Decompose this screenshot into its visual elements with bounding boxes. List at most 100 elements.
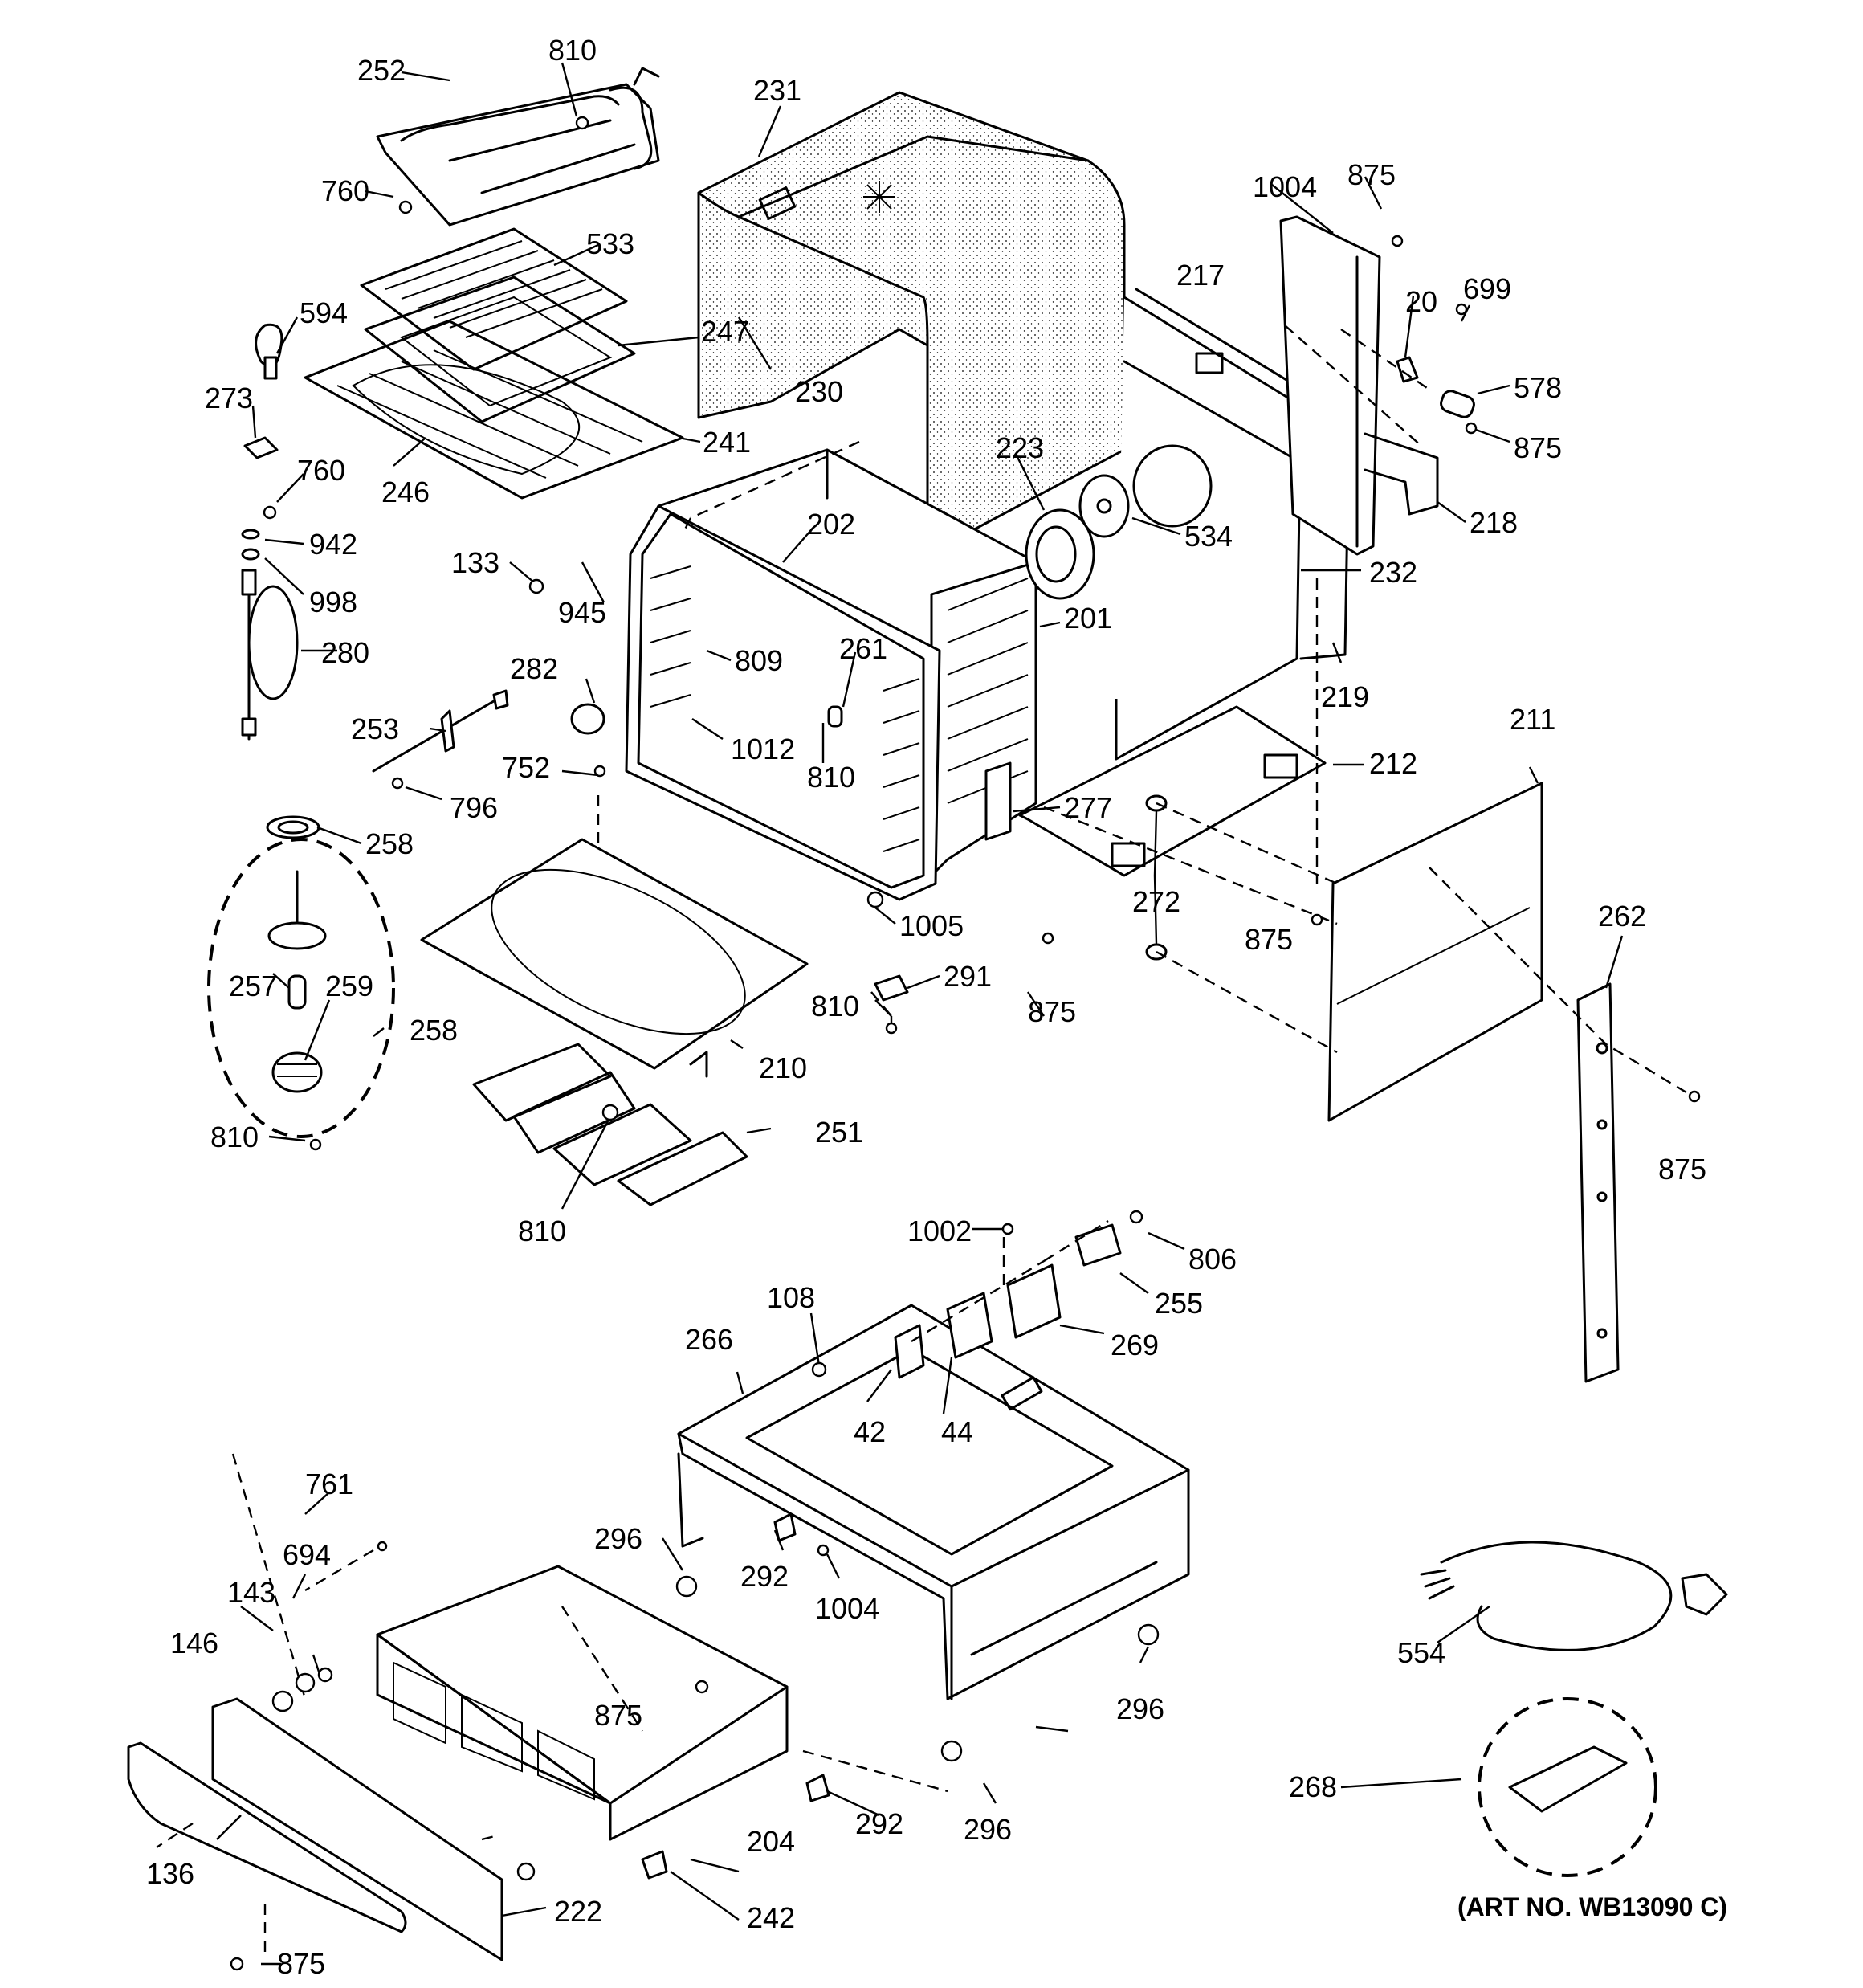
- label-201: 201: [1064, 602, 1112, 635]
- broiler-pan-247: [364, 276, 636, 423]
- label-810d: 810: [811, 990, 859, 1023]
- side-strap-262: [1576, 982, 1620, 1383]
- label-230: 230: [795, 375, 843, 408]
- label-212: 212: [1369, 747, 1417, 780]
- label-146: 146: [170, 1627, 218, 1659]
- label-108: 108: [767, 1281, 815, 1314]
- label-255: 255: [1155, 1287, 1203, 1320]
- label-699: 699: [1463, 272, 1511, 305]
- label-251: 251: [815, 1116, 863, 1149]
- label-143: 143: [227, 1576, 275, 1609]
- label-262: 262: [1598, 900, 1646, 933]
- label-222: 222: [554, 1895, 602, 1928]
- drawer-stop-292: [773, 1512, 830, 1802]
- light-assembly-258: [207, 815, 395, 1138]
- sensor-probe-280: [241, 569, 299, 741]
- label-136: 136: [146, 1857, 194, 1890]
- fasteners: [230, 116, 1701, 1971]
- base-frame-266: [677, 1304, 1190, 1700]
- label-223: 223: [996, 431, 1044, 464]
- bracket-269: [1006, 1263, 1062, 1339]
- label-760b: 760: [297, 454, 345, 487]
- label-42: 42: [854, 1415, 886, 1448]
- label-257: 257: [229, 970, 277, 1002]
- part-labels: 252 810 231 760 533 594 247 230 273 241 …: [146, 34, 1727, 1980]
- oven-rack-533: [360, 227, 628, 371]
- power-cord-554: [1420, 1541, 1728, 1651]
- label-810b: 810: [807, 761, 855, 794]
- label-810: 810: [548, 34, 597, 67]
- label-760: 760: [321, 174, 369, 207]
- label-252: 252: [357, 54, 406, 87]
- label-533: 533: [586, 227, 634, 260]
- label-694: 694: [283, 1538, 331, 1571]
- oven-front-frame-202: [625, 504, 941, 901]
- label-942: 942: [309, 528, 357, 561]
- label-259: 259: [325, 970, 373, 1002]
- label-210: 210: [759, 1051, 807, 1084]
- label-998: 998: [309, 586, 357, 618]
- label-280: 280: [321, 636, 369, 669]
- sensor-594: [255, 323, 283, 380]
- label-1012: 1012: [731, 733, 795, 765]
- label-875g: 875: [277, 1947, 325, 1980]
- label-1005: 1005: [899, 909, 964, 942]
- label-202: 202: [807, 508, 855, 541]
- terminal-block-255: [1074, 1223, 1122, 1267]
- label-296b: 296: [1116, 1692, 1164, 1725]
- label-217: 217: [1176, 259, 1225, 292]
- grommet-273: [243, 436, 279, 459]
- label-875e: 875: [1658, 1153, 1706, 1186]
- label-806: 806: [1188, 1243, 1237, 1276]
- label-296c: 296: [964, 1813, 1012, 1846]
- leader-lines: [156, 62, 1687, 1966]
- label-268: 268: [1289, 1770, 1337, 1803]
- label-277: 277: [1064, 791, 1112, 824]
- label-1002: 1002: [907, 1214, 972, 1247]
- label-241: 241: [703, 426, 751, 459]
- label-242: 242: [747, 1901, 795, 1934]
- nut-998: [241, 548, 260, 561]
- label-246: 246: [381, 476, 430, 508]
- side-trim-217: [1279, 215, 1381, 556]
- rear-panel-211: [1327, 782, 1543, 1122]
- label-1004b: 1004: [815, 1592, 879, 1625]
- label-292b: 292: [855, 1807, 903, 1840]
- label-761: 761: [305, 1468, 353, 1500]
- label-875b: 875: [1514, 431, 1562, 464]
- label-875a: 875: [1347, 158, 1396, 191]
- bake-element-251: [472, 1043, 748, 1206]
- label-211: 211: [1510, 703, 1555, 736]
- label-752: 752: [502, 751, 550, 784]
- label-133: 133: [451, 546, 499, 579]
- label-272: 272: [1132, 885, 1180, 918]
- label-261: 261: [839, 632, 887, 665]
- drawer-bumper-242: [641, 1850, 668, 1880]
- washer-942: [241, 529, 260, 540]
- drawer-handle-136: [127, 1741, 407, 1933]
- bracket-44: [946, 1292, 993, 1359]
- spacer-578: [1440, 390, 1475, 418]
- hinge-bracket-277: [984, 761, 1012, 841]
- label-273: 273: [205, 382, 253, 414]
- latch-261: [827, 705, 843, 728]
- label-232: 232: [1369, 556, 1417, 589]
- outer-wrapper-231: [697, 91, 1126, 556]
- label-266: 266: [685, 1323, 733, 1356]
- label-1004: 1004: [1253, 170, 1317, 203]
- label-258a: 258: [365, 827, 414, 860]
- label-291: 291: [944, 960, 992, 993]
- label-875d: 875: [1028, 995, 1076, 1028]
- convection-fan-223: [1025, 508, 1095, 600]
- label-809: 809: [735, 644, 783, 677]
- label-253: 253: [351, 712, 399, 745]
- label-875f: 875: [594, 1699, 642, 1732]
- clip-assembly-268: [1478, 1697, 1657, 1877]
- label-554: 554: [1397, 1636, 1445, 1669]
- label-810c: 810: [210, 1121, 259, 1153]
- oven-bottom-210: [420, 838, 809, 1070]
- lamp-receptacle-282: [570, 703, 605, 735]
- label-534: 534: [1184, 520, 1233, 553]
- label-578: 578: [1514, 371, 1562, 404]
